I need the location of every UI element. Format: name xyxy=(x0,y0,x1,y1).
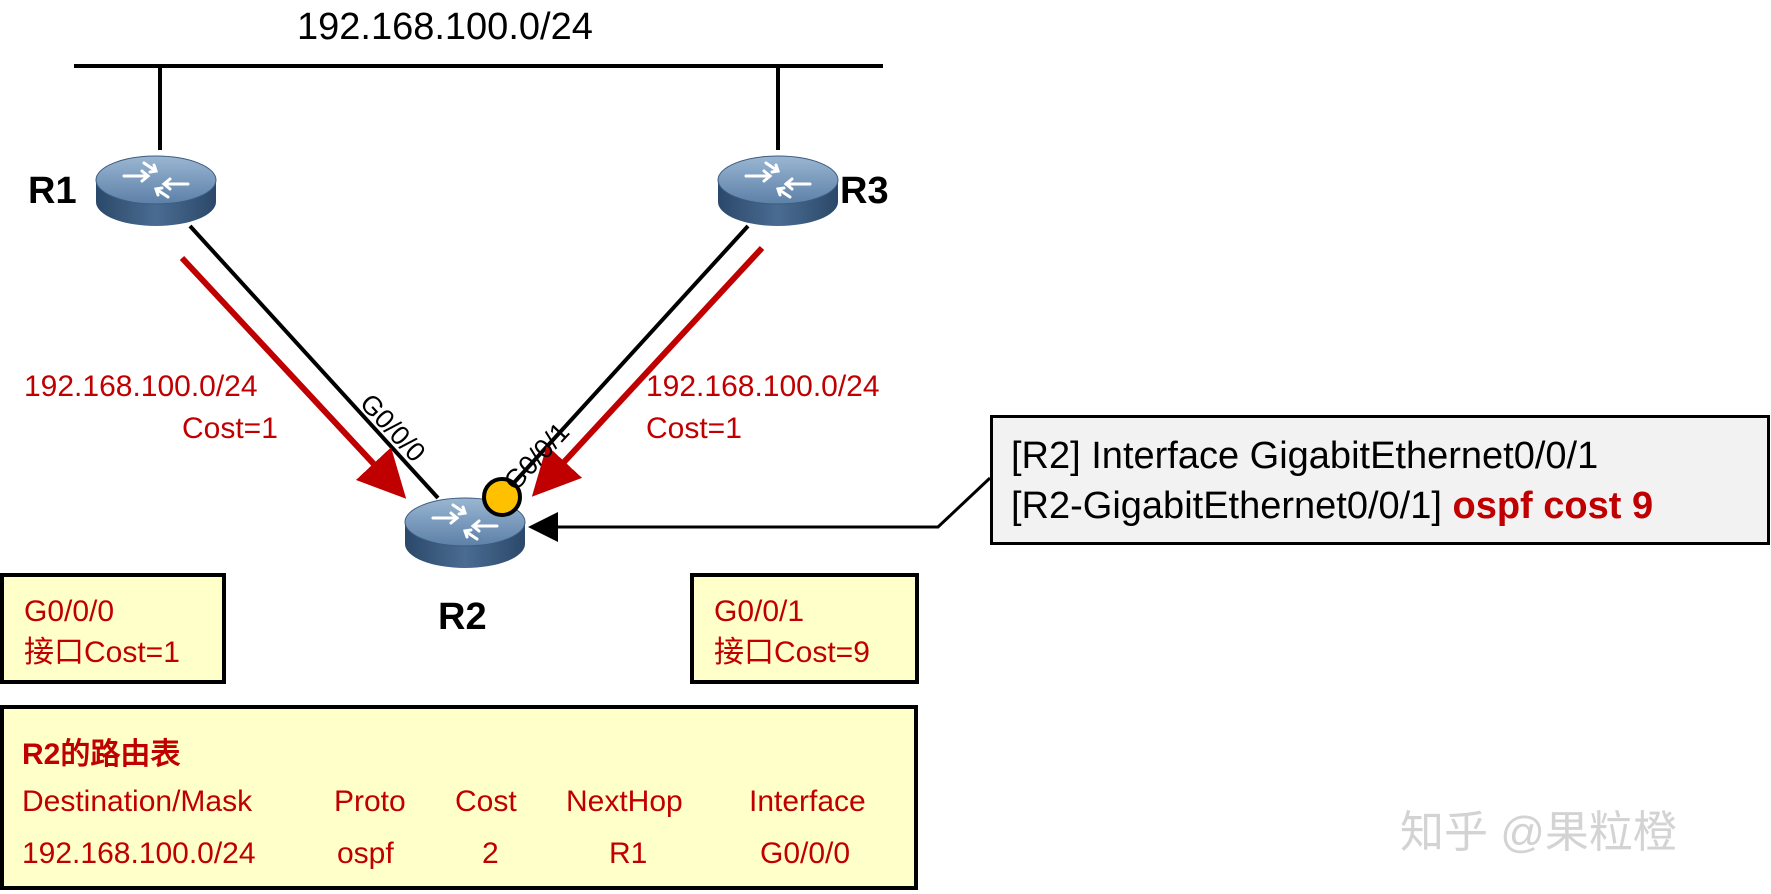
cell-destination: 192.168.100.0/24 xyxy=(22,837,256,870)
right-interface-cost: 接口Cost=9 xyxy=(714,636,870,669)
cell-cost: 2 xyxy=(482,837,499,870)
right-interface-cost-box: G0/0/1 接口Cost=9 xyxy=(690,573,919,684)
config-callout-arrow xyxy=(528,476,992,542)
router-r3-icon xyxy=(716,154,840,228)
router-r2-label: R2 xyxy=(438,596,487,638)
cell-interface: G0/0/0 xyxy=(760,837,851,870)
right-advertised-cost: Cost=1 xyxy=(646,412,742,445)
config-command-box: [R2] Interface GigabitEthernet0/0/1 [R2-… xyxy=(990,415,1770,545)
header-interface: Interface xyxy=(749,785,866,818)
header-destination: Destination/Mask xyxy=(22,785,253,818)
routing-table-header: Destination/Mask Proto Cost NextHop Inte… xyxy=(4,785,914,825)
header-nexthop: NextHop xyxy=(566,785,683,818)
config-line-2-highlight: ospf cost 9 xyxy=(1452,485,1654,527)
left-interface-name: G0/0/0 xyxy=(24,595,115,628)
table-row: 192.168.100.0/24 ospf 2 R1 G0/0/0 xyxy=(4,837,914,877)
config-line-2: [R2-GigabitEthernet0/0/1] ospf cost 9 xyxy=(1011,481,1767,531)
left-advertisement-arrow xyxy=(179,255,407,499)
config-line-2-prefix: [R2-GigabitEthernet0/0/1] xyxy=(1011,485,1453,527)
routing-table-box: R2的路由表 Destination/Mask Proto Cost NextH… xyxy=(0,705,918,890)
router-r3-label: R3 xyxy=(840,170,889,212)
config-line-1: [R2] Interface GigabitEthernet0/0/1 xyxy=(1011,435,1599,477)
left-advertised-prefix: 192.168.100.0/24 xyxy=(24,370,258,403)
left-interface-cost: 接口Cost=1 xyxy=(24,636,180,669)
watermark: 知乎 @果粒橙 xyxy=(1400,808,1677,857)
left-interface-cost-box: G0/0/0 接口Cost=1 xyxy=(0,573,226,684)
right-interface-name: G0/0/1 xyxy=(714,595,805,628)
subnet-label: 192.168.100.0/24 xyxy=(297,6,593,48)
router-r1-icon xyxy=(94,154,218,228)
cell-proto: ospf xyxy=(337,837,394,870)
routing-table-title: R2的路由表 xyxy=(22,738,181,771)
router-r1-label: R1 xyxy=(28,170,77,212)
header-cost: Cost xyxy=(455,785,517,818)
header-proto: Proto xyxy=(334,785,406,818)
right-advertised-prefix: 192.168.100.0/24 xyxy=(646,370,880,403)
interface-marker xyxy=(482,477,522,517)
cell-nexthop: R1 xyxy=(609,837,648,870)
left-advertised-cost: Cost=1 xyxy=(182,412,278,445)
right-advertisement-arrow xyxy=(531,245,765,497)
